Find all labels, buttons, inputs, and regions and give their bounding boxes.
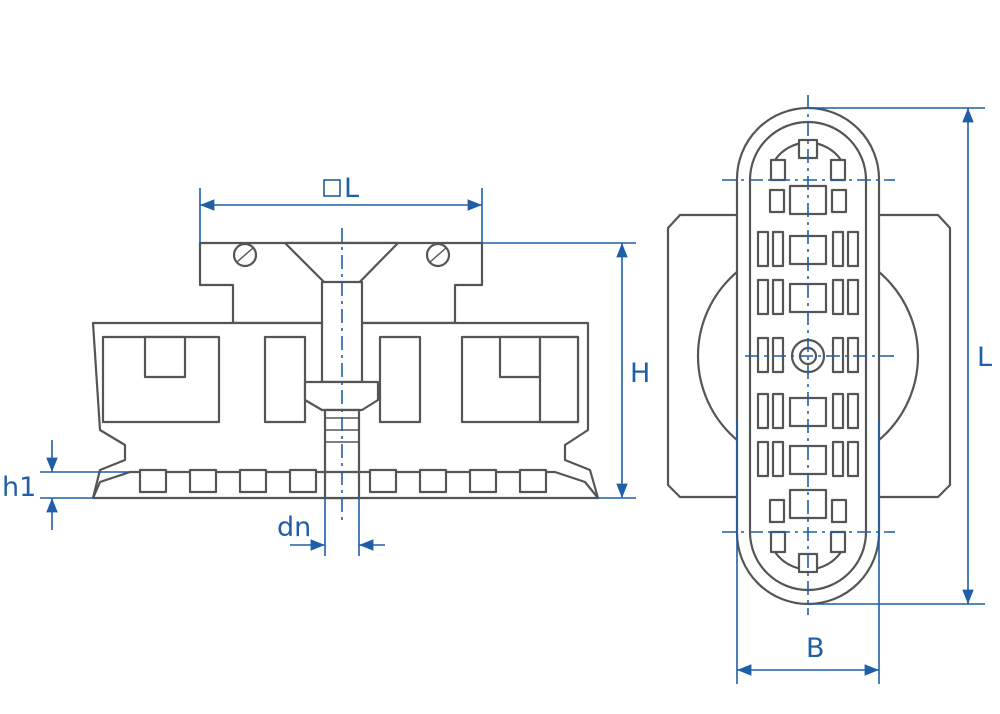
dim-H: H [482, 242, 650, 499]
L-right-label: L [977, 342, 992, 373]
square-symbol [323, 179, 341, 197]
bottom-slots [138, 468, 548, 494]
dim-B: B [736, 420, 880, 684]
square-L-label: L [344, 173, 359, 204]
B-label: B [806, 633, 825, 664]
dn-label: dn [277, 512, 311, 543]
dim-L-right: L [808, 107, 992, 605]
dim-dn: dn [277, 498, 385, 556]
slot-grid [756, 184, 860, 520]
dim-h1: h1 [2, 440, 130, 530]
bottom-view [666, 95, 952, 615]
dim-square-L: L [199, 173, 483, 243]
h1-label: h1 [2, 472, 36, 503]
H-label: H [630, 358, 650, 389]
section-view [91, 228, 600, 520]
